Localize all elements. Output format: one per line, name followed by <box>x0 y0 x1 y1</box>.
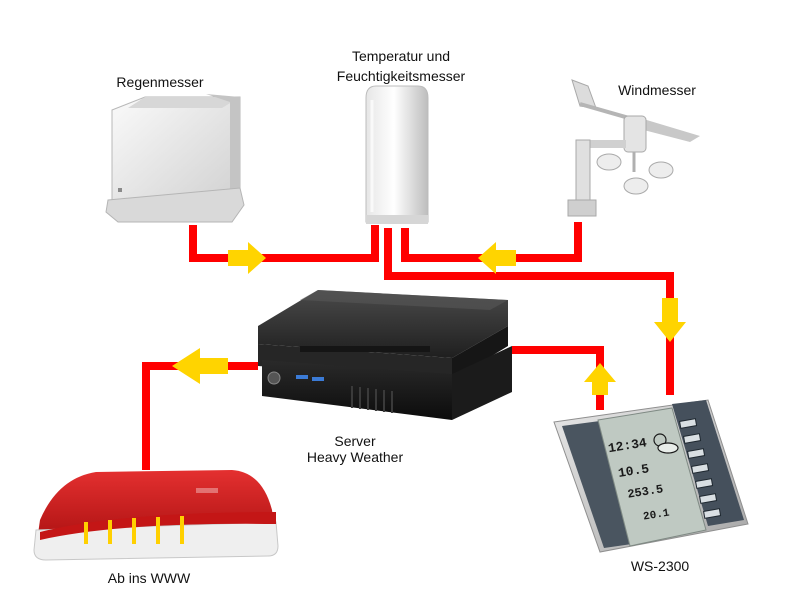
station-pressure-readout: 253.5 <box>627 482 665 501</box>
server-label-line1: Server <box>334 433 376 449</box>
wind-gauge-label: Windmesser <box>618 82 696 98</box>
router-image <box>33 470 279 561</box>
weather-station-label: WS-2300 <box>630 558 690 574</box>
cable-rain-gauge <box>189 225 379 262</box>
flow-arrows <box>172 242 686 395</box>
server-image <box>258 290 512 420</box>
temperature-humidity-sensor-image <box>365 85 429 224</box>
temperature-humidity-label-line2: Feuchtigkeitsmesser <box>336 68 466 84</box>
router-label: Ab ins WWW <box>107 570 191 586</box>
station-small-readout: 20.1 <box>642 508 670 524</box>
station-time-readout: 12:34 <box>607 435 648 456</box>
rain-gauge-label: Regenmesser <box>116 74 204 90</box>
temperature-humidity-label-line1: Temperatur und <box>351 48 451 64</box>
wind-gauge-image <box>567 79 700 217</box>
server-label-line2: Heavy Weather <box>306 449 404 465</box>
arrow-down-icon <box>654 298 686 342</box>
arrow-left-icon <box>172 348 228 384</box>
cloud-sun-icon <box>653 433 679 454</box>
arrow-right-icon <box>228 242 266 274</box>
arrow-up-icon <box>584 363 616 395</box>
cable-server-router <box>142 362 258 470</box>
rain-gauge-image <box>105 94 245 223</box>
weather-station-image: 12:34 10.5 253.5 20.1 <box>553 399 749 553</box>
arrow-left-icon <box>478 242 516 274</box>
station-temperature-readout: 10.5 <box>617 461 650 481</box>
